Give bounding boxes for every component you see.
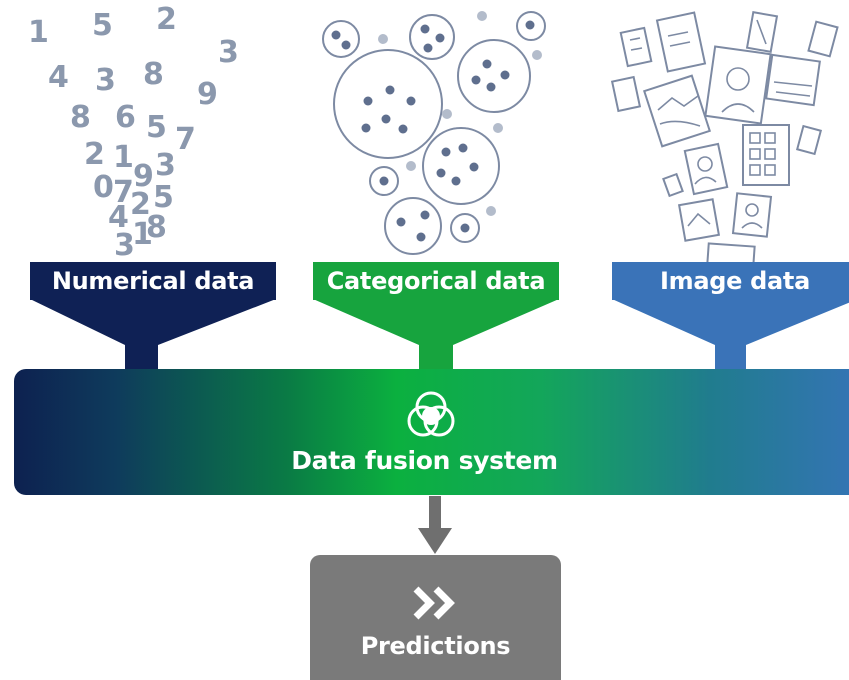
number-glyph: 5: [153, 180, 174, 215]
number-glyph: 4: [108, 200, 129, 235]
number-glyph: 1: [28, 15, 49, 50]
funnel-neck-categorical: [313, 299, 559, 371]
number-glyph: 1: [113, 140, 134, 175]
number-glyph: 2: [84, 137, 105, 172]
number-glyph: 3: [155, 148, 176, 183]
number-glyph: 5: [146, 110, 167, 145]
funnel-label-image: Image data: [612, 262, 849, 300]
number-glyph: 5: [92, 8, 113, 43]
predictions-box: [310, 555, 561, 680]
number-glyph: 8: [70, 100, 91, 135]
number-glyph: 2: [130, 187, 151, 222]
number-glyph: 4: [48, 60, 69, 95]
number-glyph: 8: [143, 57, 164, 92]
number-glyph: 7: [113, 175, 134, 210]
predictions-label: Predictions: [360, 632, 511, 660]
number-glyph: 9: [197, 77, 218, 112]
number-glyph: 3: [95, 63, 116, 98]
circle-clusters-icon: [322, 11, 546, 255]
number-glyph: 0: [93, 170, 114, 205]
number-glyph: 6: [115, 100, 136, 135]
funnel-image: Image data: [612, 262, 849, 372]
photo-collage-icon: [610, 11, 839, 262]
funnel-categorical: Categorical data: [313, 262, 559, 372]
venn-circles-icon: [407, 391, 455, 437]
number-glyph: 7: [175, 122, 196, 157]
funnel-neck-numerical: [30, 299, 276, 371]
number-glyph: 9: [133, 159, 154, 194]
number-glyph: 8: [146, 210, 167, 245]
funnel-label-numerical: Numerical data: [30, 262, 276, 300]
number-glyph: 1: [132, 217, 153, 252]
number-glyph: 3: [218, 35, 239, 70]
funnel-numerical: Numerical data: [30, 262, 276, 372]
number-glyph: 3: [114, 228, 135, 263]
fusion-label: Data fusion system: [291, 446, 558, 475]
double-chevron-right-icon: [413, 586, 455, 620]
funnel-neck-image: [612, 299, 849, 371]
arrow-down-icon: [418, 496, 452, 554]
funnel-label-categorical: Categorical data: [313, 262, 559, 300]
number-glyph: 2: [156, 2, 177, 37]
